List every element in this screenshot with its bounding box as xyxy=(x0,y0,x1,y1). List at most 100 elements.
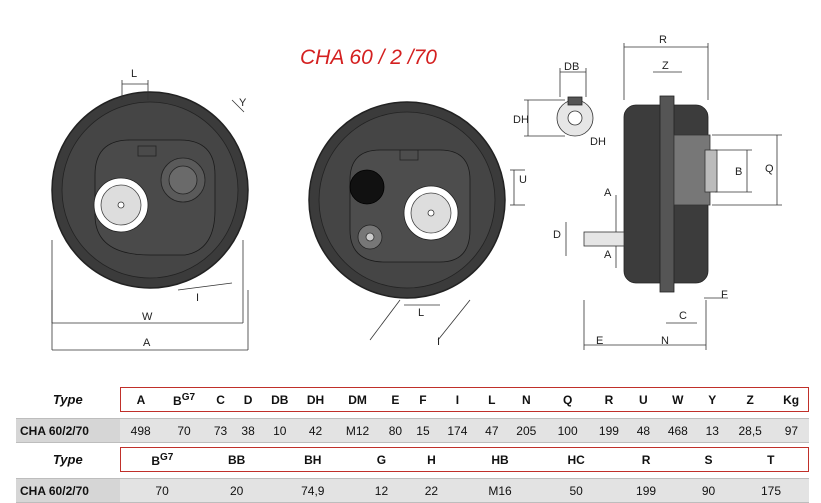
table-header-cell: HC xyxy=(543,447,609,472)
table-cell: 90 xyxy=(683,478,734,503)
table-cell: 199 xyxy=(588,418,630,443)
type-label: Type xyxy=(52,452,83,467)
table-header-cell: BG7 xyxy=(161,387,207,412)
dim-label-e: E xyxy=(596,335,603,347)
table-cell: 70 xyxy=(120,478,205,503)
table-cell: 15 xyxy=(409,418,437,443)
dim-label-a-3: A xyxy=(604,249,612,261)
dim-label-f: F xyxy=(721,289,728,301)
header-superscript: G7 xyxy=(181,391,196,403)
table-header-cell: S xyxy=(683,447,734,472)
table-header-cell: DH xyxy=(297,387,334,412)
front-view-drawing xyxy=(51,91,249,289)
table-cell: 73 xyxy=(206,418,235,443)
table-header-cell: D xyxy=(234,387,262,412)
technical-drawing: L Y I W A L I U DB DH DH D A A R Z B Q F… xyxy=(51,34,782,351)
table-header-cell: U xyxy=(629,387,658,412)
table-header-cell: BB xyxy=(204,447,270,472)
table-header-cell: R xyxy=(608,447,684,472)
dim-label-l-2: L xyxy=(418,307,424,319)
dim-label-y: Y xyxy=(239,97,247,109)
side-view-drawing xyxy=(583,95,718,293)
dimensions-table-2: Type BG7 BB BH G H HB HC R S T CHA 60/2/… xyxy=(16,447,810,503)
table-header-cell: H xyxy=(406,447,457,472)
table-cell: 498 xyxy=(120,418,162,443)
table-cell: 50 xyxy=(543,478,609,503)
dim-label-n: N xyxy=(661,335,669,347)
table-header-cell: Kg xyxy=(774,387,810,412)
model-name: CHA 60/2/70 xyxy=(16,418,120,443)
table-cell: M12 xyxy=(333,418,382,443)
table-cell: 38 xyxy=(234,418,262,443)
table-row: CHA 60/2/70 70 20 74,9 12 22 M16 50 199 … xyxy=(16,478,809,503)
dim-label-db: DB xyxy=(564,61,579,73)
table-header-cell: BH xyxy=(269,447,357,472)
table-header-cell: N xyxy=(505,387,547,412)
table-row: CHA 60/2/70 498 70 73 38 10 42 M12 80 15… xyxy=(16,418,809,443)
table-cell: 20 xyxy=(204,478,270,503)
table-header-cell: L xyxy=(478,387,506,412)
table-header-cell: DM xyxy=(333,387,382,412)
table-header-cell: Y xyxy=(698,387,727,412)
shaft-detail-drawing xyxy=(524,68,594,137)
header-text: B xyxy=(173,393,182,408)
table-cell: 10 xyxy=(261,418,298,443)
dim-label-w: W xyxy=(142,311,153,323)
dim-label-dh: DH xyxy=(513,114,529,126)
product-title: CHA 60 / 2 /70 xyxy=(300,46,437,69)
header-superscript: G7 xyxy=(160,451,174,463)
table-cell: 174 xyxy=(436,418,479,443)
dim-label-r: R xyxy=(659,34,667,46)
rear-view-drawing xyxy=(308,101,506,299)
dim-label-u: U xyxy=(519,174,527,186)
table-cell: 47 xyxy=(478,418,506,443)
table-header-cell: W xyxy=(657,387,699,412)
table-header-cell: Z xyxy=(726,387,775,412)
type-label: Type xyxy=(52,392,83,407)
table-header-cell: T xyxy=(733,447,810,472)
table-header-cell: R xyxy=(588,387,630,412)
table-header-cell: G xyxy=(356,447,407,472)
table-cell: 468 xyxy=(657,418,699,443)
table-cell: 74,9 xyxy=(269,478,357,503)
table-header-cell: A xyxy=(119,387,162,412)
table-cell: 80 xyxy=(381,418,410,443)
table-cell: 175 xyxy=(733,478,809,503)
dim-label-a: A xyxy=(143,337,151,349)
model-name: CHA 60/2/70 xyxy=(16,478,120,503)
table-cell: 97 xyxy=(774,418,809,443)
dim-label-c: C xyxy=(679,310,687,322)
side-view-dimensions xyxy=(565,43,782,350)
dimensions-table-1: Type A BG7 C D DB DH DM E F I L N Q R U … xyxy=(16,387,810,443)
front-view-dimensions xyxy=(51,80,249,351)
header-text: B xyxy=(151,453,161,468)
dim-label-dh-2: DH xyxy=(590,136,606,148)
dim-label-q: Q xyxy=(765,163,774,175)
table-cell: 100 xyxy=(546,418,589,443)
table-cell: 199 xyxy=(608,478,684,503)
dim-label-a-2: A xyxy=(604,187,612,199)
table-header-cell: E xyxy=(381,387,410,412)
table-header-cell: F xyxy=(409,387,437,412)
table-cell: 42 xyxy=(297,418,334,443)
table-cell: 12 xyxy=(356,478,407,503)
rear-view-dimensions xyxy=(369,169,525,341)
table-header-cell: HB xyxy=(456,447,544,472)
dim-label-i: I xyxy=(196,292,199,304)
table-header-cell: I xyxy=(436,387,479,412)
table-cell: 70 xyxy=(161,418,207,443)
table-cell: 13 xyxy=(698,418,727,443)
table-cell: 205 xyxy=(505,418,547,443)
table-cell: 48 xyxy=(629,418,658,443)
table-cell: 22 xyxy=(406,478,457,503)
table-cell: 28,5 xyxy=(726,418,775,443)
dim-label-z: Z xyxy=(662,60,669,72)
table-header-row: Type A BG7 C D DB DH DM E F I L N Q R U … xyxy=(16,387,810,412)
table-header-row: Type BG7 BB BH G H HB HC R S T xyxy=(16,447,810,472)
dim-label-d: D xyxy=(553,229,561,241)
table-header-cell: Q xyxy=(546,387,589,412)
table-header-cell: BG7 xyxy=(119,447,205,472)
dim-label-l: L xyxy=(131,68,137,80)
dim-label-b: B xyxy=(735,166,742,178)
dim-label-i-2: I xyxy=(437,336,440,348)
